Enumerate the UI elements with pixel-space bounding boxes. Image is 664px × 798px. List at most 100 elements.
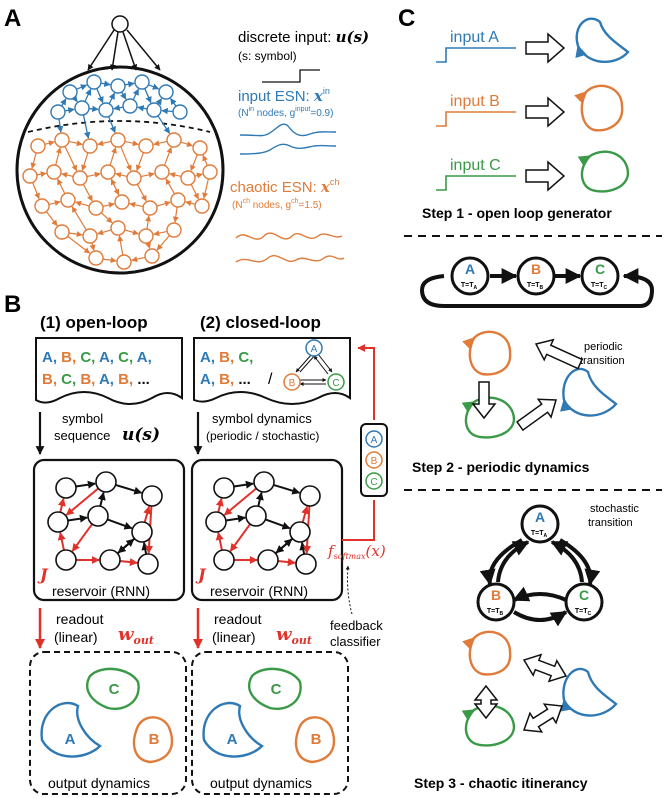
chaotic-esn-node xyxy=(144,248,160,264)
reservoir-node xyxy=(87,505,109,527)
chaotic-esn-edge xyxy=(57,178,66,195)
state-node-letter: B xyxy=(531,261,541,277)
chaotic-esn-edge xyxy=(71,206,87,231)
chaotic-esn-edge xyxy=(156,234,170,251)
svg-text:transition: transition xyxy=(580,355,625,367)
reservoir-trained-edge xyxy=(215,497,224,513)
chaotic-esn-edge xyxy=(75,200,90,207)
input-esn-node xyxy=(98,102,114,118)
chaotic-esn-edge xyxy=(172,206,179,223)
reservoir-node xyxy=(131,521,153,543)
output-shape-label: C xyxy=(271,681,282,698)
input-to-chaotic-edge xyxy=(82,114,91,139)
output-shape-label: A xyxy=(227,731,238,748)
state-node-letter: C xyxy=(595,261,605,277)
bidirectional-hollow-arrow xyxy=(522,653,568,683)
reservoir-trained-edge xyxy=(57,497,66,513)
svg-text:(linear): (linear) xyxy=(212,629,256,645)
svg-text:(periodic / stochastic): (periodic / stochastic) xyxy=(206,429,319,443)
reservoir-node xyxy=(289,521,311,543)
reservoir-node xyxy=(137,553,159,575)
reservoir-node xyxy=(55,549,77,571)
input-esn-edge xyxy=(124,81,135,88)
chaotic-esn-edge xyxy=(131,256,146,263)
reservoir-trained-edge xyxy=(277,558,296,567)
reservoir-edge xyxy=(225,514,246,523)
attractor-loop-b xyxy=(470,632,512,676)
chaotic-esn-node xyxy=(110,132,126,148)
reservoir-node xyxy=(213,477,235,499)
open-loop-output-box xyxy=(29,651,187,795)
reservoir-label-open: reservoir (RNN) xyxy=(52,583,150,599)
chaotic-esn-edge xyxy=(97,229,112,236)
chaotic-esn-node xyxy=(166,222,182,238)
input-esn-trace-1 xyxy=(239,123,337,137)
svg-text:A: A xyxy=(311,344,318,355)
sequence-symbol: B, xyxy=(42,371,61,388)
attractor-loop-a xyxy=(563,667,618,717)
chaotic-esn-node xyxy=(46,164,62,180)
input-esn-node xyxy=(146,102,162,118)
reservoir-edge xyxy=(274,538,293,555)
chaotic-esn-edge xyxy=(36,171,47,178)
state-node-letter: C xyxy=(579,587,589,603)
chaotic-esn-node xyxy=(194,198,210,214)
input-esn-edge xyxy=(71,94,78,103)
chaotic-esn-edge xyxy=(100,212,113,224)
sequence-symbol: B, xyxy=(219,349,238,366)
panel-c-label: C xyxy=(398,5,415,32)
reservoir-node xyxy=(257,549,279,571)
input-esn-nodes xyxy=(50,74,188,139)
input-esn-edge xyxy=(137,105,148,112)
discrete-input-legend: discrete input: u(s) (s: symbol) xyxy=(238,28,369,83)
step1-input-trace xyxy=(436,175,516,191)
state-node-letter: A xyxy=(465,261,475,277)
svg-text:classifier: classifier xyxy=(330,634,381,649)
j-label-closed: J xyxy=(195,565,207,584)
state-node-a xyxy=(450,256,490,296)
reservoir-node xyxy=(295,553,317,575)
chaotic-esn-edge xyxy=(115,172,128,178)
state-node-time: T=TA xyxy=(461,282,478,291)
reservoir-edge xyxy=(273,483,301,495)
feedback-pointer-dotted xyxy=(345,565,353,615)
chaotic-esn-node xyxy=(82,228,98,244)
chaotic-esn-node xyxy=(30,138,46,154)
output-shape-label: C xyxy=(109,681,120,698)
sequence-symbol: B, xyxy=(61,349,80,366)
output-attractor-shape xyxy=(247,667,302,710)
chaotic-esn-node xyxy=(166,132,182,148)
chaotic-esn-edge xyxy=(86,171,101,178)
reservoir-node xyxy=(205,511,227,533)
input-esn-node xyxy=(172,104,188,120)
input-to-chaotic-edge xyxy=(107,116,116,134)
input-to-chaotic-edge xyxy=(56,118,64,133)
state-node-time: T=TC xyxy=(575,608,592,617)
input-esn-node xyxy=(158,84,174,100)
svg-text:(linear): (linear) xyxy=(54,629,98,645)
chaotic-esn-edge xyxy=(102,202,115,208)
chaotic-esn-node xyxy=(22,168,38,184)
output-attractor-shape xyxy=(132,716,174,764)
svg-text:C: C xyxy=(370,477,377,488)
state-node-time: T=TA xyxy=(531,530,548,539)
reservoir-node xyxy=(253,471,275,493)
chaotic-esn-edge xyxy=(45,211,58,227)
reservoir-edge xyxy=(75,480,96,489)
input-esn-legend: input ESN: xin (Nin nodes, ginput=0.9) xyxy=(238,86,337,155)
chaotic-esn-edge xyxy=(140,171,155,178)
input-esn-edge xyxy=(84,88,92,102)
chaotic-esn-node xyxy=(154,164,170,180)
sequence-symbol: A, xyxy=(137,349,152,366)
chaotic-esn-edge xyxy=(110,178,120,196)
step1-input-label: input B xyxy=(450,93,500,110)
chaotic-esn-node xyxy=(202,164,218,180)
svg-text:wout: wout xyxy=(118,624,154,647)
output-shape-label: B xyxy=(311,731,322,748)
feedback-loop-arrow xyxy=(342,348,375,541)
reservoir-node xyxy=(245,505,267,527)
state-node-letter: B xyxy=(491,587,501,603)
chaotic-esn-edge xyxy=(55,147,62,166)
chaotic-esn-edge xyxy=(165,178,176,195)
